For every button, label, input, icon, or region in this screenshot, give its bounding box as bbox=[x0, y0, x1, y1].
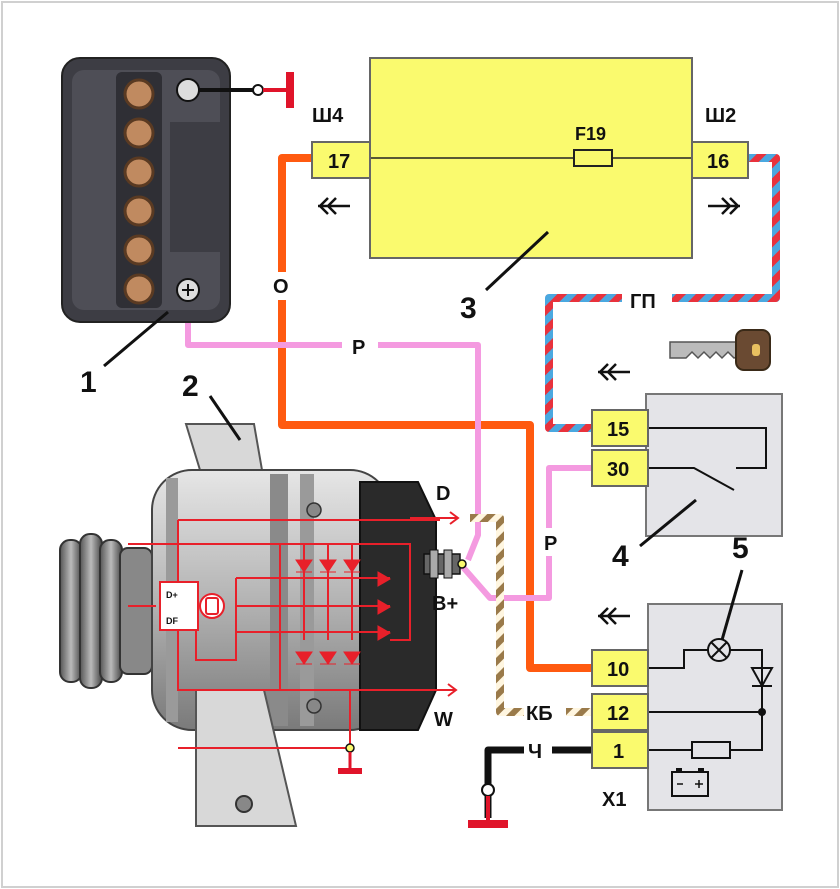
rotor-coil-icon bbox=[199, 593, 225, 619]
wire-label-brown-white: КБ bbox=[526, 703, 553, 725]
switch-pin-30 bbox=[591, 449, 649, 487]
voltage-regulator bbox=[159, 581, 199, 631]
ignition-switch bbox=[645, 393, 783, 537]
terminal-d-label: D bbox=[436, 483, 450, 505]
fuse-f19 bbox=[573, 149, 613, 167]
diode-icon bbox=[750, 667, 774, 689]
wire-label-black: Ч bbox=[528, 741, 542, 763]
orange-wire bbox=[278, 154, 592, 672]
connector-x1-label: X1 bbox=[602, 789, 626, 811]
connector-arrow-icon bbox=[598, 363, 630, 381]
cluster-pin-12 bbox=[591, 693, 649, 731]
battery-number: 1 bbox=[80, 366, 97, 399]
fuse-box: F19 bbox=[352, 57, 708, 259]
cluster-pin-10 bbox=[591, 649, 649, 687]
svg-text:F19: F19 bbox=[575, 124, 606, 144]
wire-label-pink: Р bbox=[352, 337, 365, 359]
svg-text:12: 12 bbox=[607, 703, 629, 725]
switch-number: 4 bbox=[612, 540, 629, 573]
connector-sh2-pin-16 bbox=[691, 141, 749, 179]
switch-pin-15 bbox=[591, 409, 649, 447]
cluster-pin-1 bbox=[591, 731, 649, 769]
svg-text:30: 30 bbox=[607, 459, 629, 481]
svg-text:1: 1 bbox=[613, 741, 624, 763]
alternator-ground-icon bbox=[338, 743, 362, 774]
connector-sh2-label: Ш2 bbox=[705, 105, 736, 127]
svg-text:DF: DF bbox=[166, 616, 178, 626]
connector-sh4-pin-17 bbox=[311, 141, 371, 179]
svg-text:10: 10 bbox=[607, 659, 629, 681]
connector-sh4-label: Ш4 bbox=[312, 105, 344, 127]
lamp-number: 5 bbox=[732, 532, 749, 565]
svg-text:16: 16 bbox=[707, 151, 729, 173]
alternator bbox=[59, 423, 437, 827]
instrument-cluster bbox=[647, 603, 783, 811]
generator-number: 2 bbox=[182, 370, 199, 403]
wire-label-blue-red: ГП bbox=[630, 291, 656, 313]
cluster-ground-icon bbox=[468, 783, 508, 828]
battery-negative-terminal bbox=[176, 78, 200, 102]
alternator-pulley bbox=[59, 533, 153, 689]
battery-ground-icon bbox=[199, 72, 294, 108]
fuse-box-number: 3 bbox=[460, 292, 477, 325]
b-plus-terminal bbox=[423, 549, 467, 579]
battery bbox=[61, 57, 231, 323]
svg-text:17: 17 bbox=[328, 151, 350, 173]
pink-wire-switch bbox=[459, 465, 592, 601]
resistor-icon bbox=[691, 741, 731, 759]
battery-cell-caps bbox=[123, 78, 155, 305]
svg-text:D+: D+ bbox=[166, 590, 178, 600]
terminal-w-arrow-icon bbox=[410, 683, 458, 697]
terminal-w-label: W bbox=[434, 709, 453, 731]
pink-wire-battery bbox=[185, 290, 481, 562]
connector-arrow-icon bbox=[708, 197, 740, 215]
ignition-key-icon bbox=[669, 329, 771, 371]
wire-label-orange: О bbox=[273, 276, 289, 298]
svg-text:15: 15 bbox=[607, 419, 629, 441]
rectifier-diodes-icon bbox=[295, 559, 391, 665]
wire-label-pink-switch: Р bbox=[544, 533, 557, 555]
terminal-d-arrow-icon bbox=[410, 511, 460, 525]
connector-arrow-icon bbox=[318, 197, 350, 215]
battery-symbol-icon bbox=[671, 768, 709, 797]
terminal-b-plus-label: B+ bbox=[432, 593, 458, 615]
connector-arrow-icon bbox=[598, 607, 630, 625]
